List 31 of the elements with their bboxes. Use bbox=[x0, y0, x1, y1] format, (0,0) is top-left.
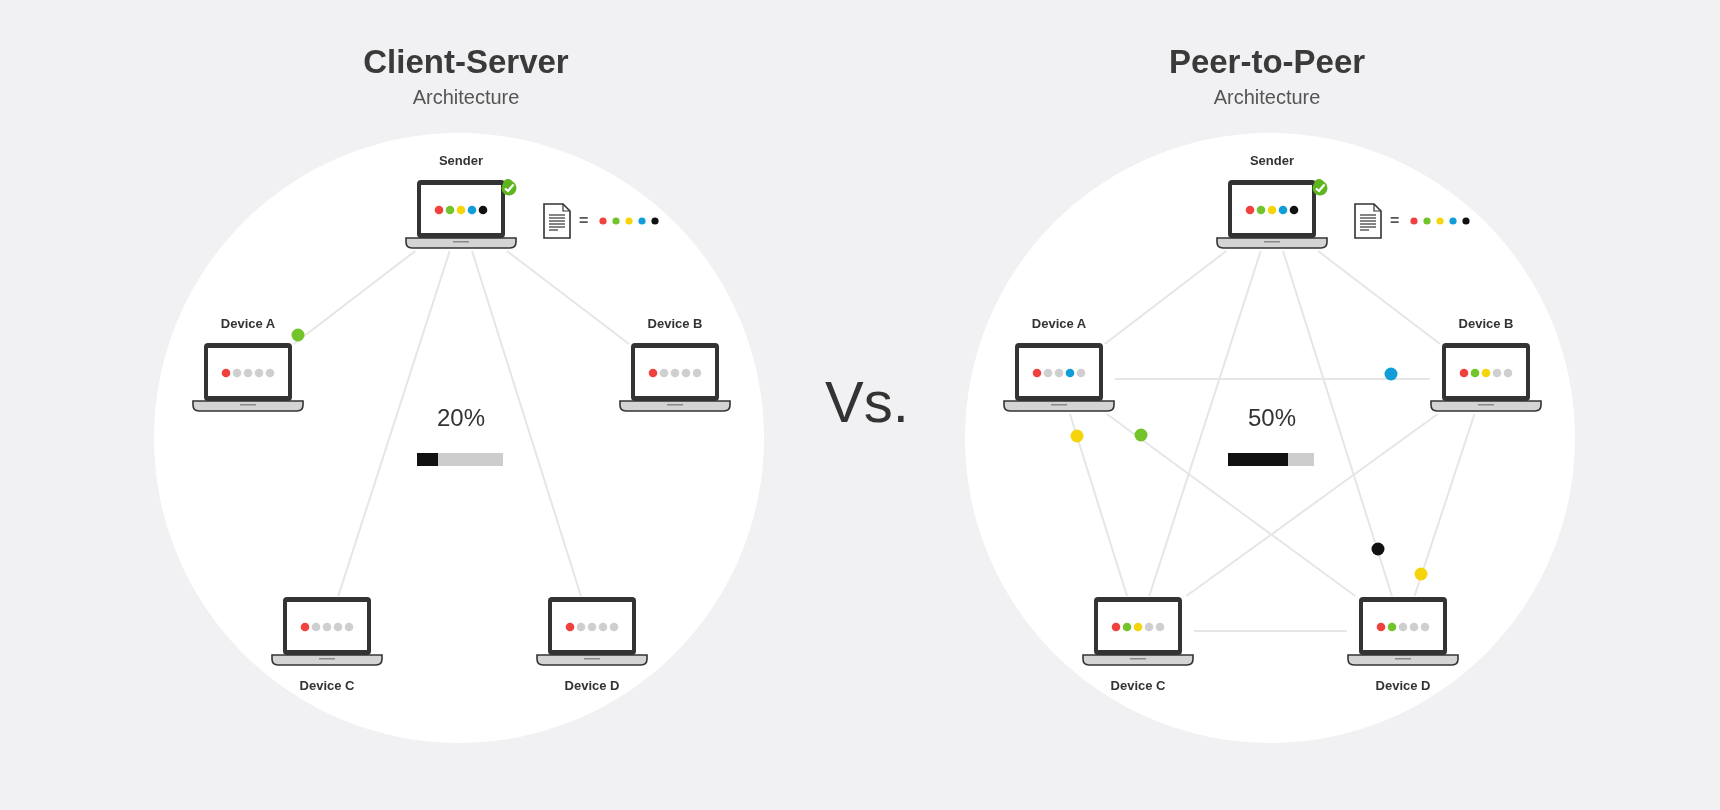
device-label: Device D bbox=[564, 678, 620, 694]
progress-percentage: 50% bbox=[1248, 403, 1296, 433]
connection-line bbox=[337, 250, 451, 597]
connection-line bbox=[1282, 250, 1393, 597]
subtitle: Architecture bbox=[1213, 85, 1321, 109]
device-label: Device A bbox=[220, 316, 276, 332]
connection-line bbox=[1068, 413, 1129, 597]
connection-line bbox=[505, 250, 631, 345]
device-label: Device A bbox=[1031, 316, 1087, 332]
connection-line bbox=[292, 250, 417, 345]
connection-line bbox=[1185, 413, 1439, 597]
device-label: Device B bbox=[647, 316, 703, 332]
versus-text: Vs. bbox=[825, 370, 909, 434]
connection-line bbox=[1148, 250, 1262, 597]
connection-line bbox=[1316, 250, 1442, 345]
connection-line bbox=[1413, 413, 1476, 597]
connection-line bbox=[1103, 250, 1228, 345]
title: Peer-to-Peer bbox=[1168, 42, 1366, 82]
equals-sign: = bbox=[579, 211, 589, 231]
progress-percentage: 20% bbox=[437, 403, 485, 433]
device-label: Device C bbox=[299, 678, 355, 694]
equals-sign: = bbox=[1390, 211, 1400, 231]
device-label: Device D bbox=[1375, 678, 1431, 694]
connection-line bbox=[471, 250, 582, 597]
title: Client-Server bbox=[363, 42, 569, 82]
connection-line bbox=[1105, 413, 1357, 597]
device-label: Sender bbox=[1249, 153, 1295, 169]
subtitle: Architecture bbox=[412, 85, 520, 109]
device-label: Device B bbox=[1458, 316, 1514, 332]
device-label: Device C bbox=[1110, 678, 1166, 694]
device-label: Sender bbox=[438, 153, 484, 169]
